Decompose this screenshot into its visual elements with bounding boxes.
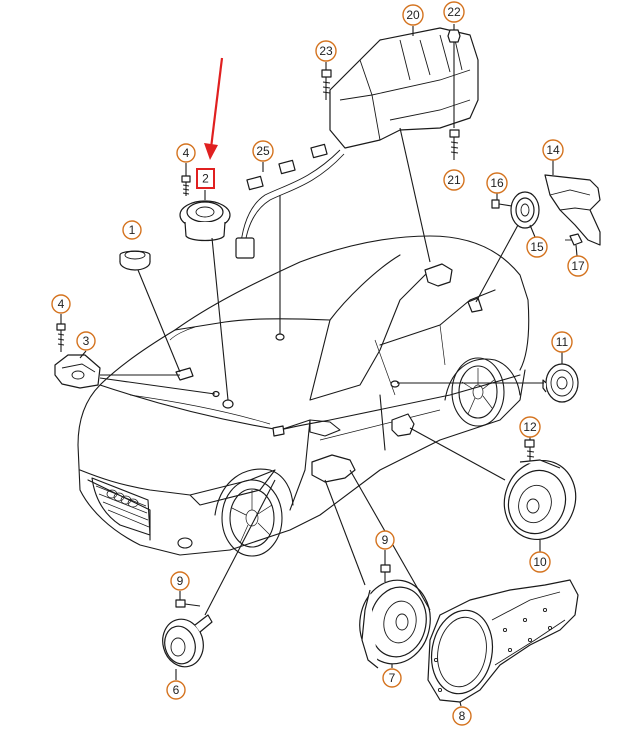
svg-text:17: 17: [571, 259, 585, 273]
dash-speaker-marker: [175, 367, 194, 381]
part-23-screw: [321, 62, 332, 100]
label-3: 3: [76, 331, 96, 351]
label-23: 23: [315, 40, 337, 62]
svg-text:8: 8: [459, 709, 466, 723]
label-6: 6: [166, 680, 186, 700]
svg-text:14: 14: [546, 143, 560, 157]
part-3-mount-plate: [54, 350, 216, 395]
front-door-speaker-marker: [311, 454, 356, 483]
part-9-screw-center: [380, 550, 391, 582]
part-8-speaker-housing: [349, 469, 579, 707]
part-2-tweeter: [179, 200, 231, 401]
label-10: 10: [529, 551, 551, 573]
label-17: 17: [567, 255, 589, 277]
label-22: 22: [443, 1, 465, 23]
svg-text:20: 20: [406, 8, 420, 22]
svg-text:22: 22: [447, 5, 461, 19]
svg-text:3: 3: [83, 334, 90, 348]
svg-text:16: 16: [490, 176, 504, 190]
label-9-left: 9: [170, 571, 190, 591]
part-17-clip: [565, 233, 583, 257]
part-1-dash-speaker: [119, 250, 181, 373]
svg-text:9: 9: [382, 533, 389, 547]
car-outline: [77, 235, 530, 557]
part-10-rear-door-woofer: [409, 427, 577, 552]
svg-text:25: 25: [256, 144, 270, 158]
red-pointer-arrow: [204, 57, 224, 160]
label-25: 25: [252, 140, 274, 162]
svg-text:2: 2: [202, 172, 209, 186]
label-16: 16: [486, 172, 508, 194]
svg-text:9: 9: [177, 574, 184, 588]
label-4-upper: 4: [176, 143, 196, 163]
label-11: 11: [551, 331, 573, 353]
svg-text:23: 23: [319, 44, 333, 58]
rear-shelf-marker: [467, 297, 483, 313]
svg-text:11: 11: [556, 335, 569, 349]
part-7-front-door-woofer: [324, 479, 431, 669]
label-8: 8: [452, 706, 472, 726]
callout-labels: 1 2 3 4 4 6 7 8: [51, 1, 589, 726]
svg-text:4: 4: [58, 297, 65, 311]
label-1: 1: [122, 220, 142, 240]
mirror-triangle-marker: [272, 425, 285, 437]
label-14: 14: [542, 139, 564, 161]
part-12-screw: [524, 436, 535, 462]
speaker-location-markers: [175, 263, 483, 483]
roof-mic-marker: [275, 333, 285, 341]
label-4-lower: 4: [51, 294, 71, 314]
svg-text:15: 15: [530, 240, 544, 254]
tweeter-marker-center: [222, 399, 234, 409]
svg-text:6: 6: [173, 683, 180, 697]
label-2: 2: [196, 168, 215, 189]
part-22-nut: [447, 24, 461, 128]
part-21-bolt: [449, 129, 460, 160]
rear-wheel: [451, 357, 505, 427]
subwoofer-marker: [424, 263, 453, 287]
part-15-rear-tweeter: [475, 191, 540, 303]
part-25-wiring-harness: [235, 143, 345, 334]
part-11-rear-door-tweeter: [397, 352, 579, 403]
label-21: 21: [443, 169, 465, 191]
highlight-box: [196, 168, 215, 189]
label-7: 7: [382, 668, 402, 688]
label-15: 15: [526, 236, 548, 258]
svg-text:4: 4: [183, 146, 190, 160]
label-9-center: 9: [375, 530, 395, 550]
svg-text:12: 12: [523, 420, 537, 434]
part-4-screw-upper: [181, 163, 191, 196]
svg-text:10: 10: [533, 555, 547, 569]
part-9-screw-left: [175, 591, 201, 608]
part-14-bracket: [544, 160, 601, 246]
label-12: 12: [519, 416, 541, 438]
part-16-screw: [491, 193, 513, 209]
rear-door-speaker-marker: [391, 413, 415, 437]
front-wheel: [221, 479, 283, 557]
svg-text:21: 21: [447, 173, 461, 187]
part-4-screw-lower: [56, 314, 66, 352]
part-6-tweeter: [162, 479, 276, 680]
rear-door-tweeter-marker: [390, 380, 400, 388]
svg-text:7: 7: [389, 671, 396, 685]
label-20: 20: [402, 4, 424, 26]
svg-text:1: 1: [129, 223, 136, 237]
part-20-subwoofer-enclosure: [329, 26, 479, 263]
